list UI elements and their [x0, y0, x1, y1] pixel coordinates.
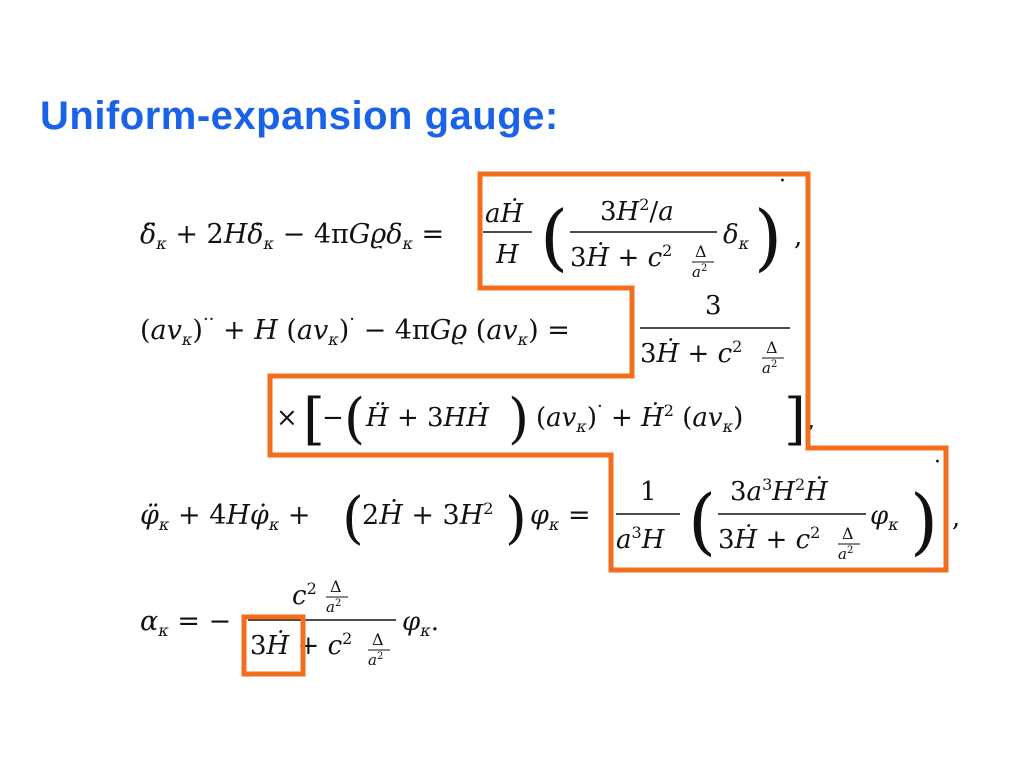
svg-text:Δ: Δ: [372, 630, 384, 649]
equation-lapse: ακ = − c2 Δ a2 3Ḣ + c2 Δ a2 φκ.: [140, 577, 439, 669]
svg-text:(: (: [344, 387, 365, 450]
svg-text:2Ḣ + 3H2: 2Ḣ + 3H2: [362, 498, 493, 531]
svg-text:3Ḣ + c2: 3Ḣ + c2: [718, 523, 820, 555]
svg-text:φκ: φκ: [870, 501, 899, 534]
svg-text:c2: c2: [292, 579, 317, 611]
svg-text:3Ḣ + c2: 3Ḣ + c2: [570, 241, 672, 273]
svg-text:a2: a2: [692, 263, 707, 281]
svg-text:3: 3: [705, 291, 722, 321]
svg-text:Δ: Δ: [695, 242, 707, 261]
svg-text:a2: a2: [838, 545, 853, 563]
highlight-outline-group: [241, 171, 949, 677]
equation-curvature: φ̈κ + 4Hφ̇κ + ( 2Ḣ + 3H2 ) φκ = 1 a3H ( …: [140, 450, 960, 563]
svg-text:×: ×: [276, 403, 298, 433]
svg-text:a2: a2: [326, 598, 341, 616]
svg-text:(: (: [540, 195, 568, 279]
svg-text:,: ,: [952, 503, 960, 533]
svg-text:1: 1: [640, 477, 657, 507]
equation-3-lhs: φ̈κ + 4Hφ̇κ +: [140, 500, 311, 534]
svg-text:Ḧ + 3HḢ: Ḧ + 3HḢ: [365, 402, 490, 433]
svg-text:3Ḣ + c2: 3Ḣ + c2: [250, 629, 352, 661]
highlight-box-eq1-eq2: [267, 171, 949, 573]
equation-velocity-continuation: × [ − ( Ḧ + 3HḢ ) (avκ)· + Ḣ2 (avκ) ] ,: [276, 387, 815, 452]
svg-text:): ): [910, 479, 938, 563]
svg-text:): ): [754, 195, 782, 279]
svg-text:φκ.: φκ.: [402, 607, 439, 640]
slide-title: Uniform-expansion gauge:: [40, 94, 559, 138]
svg-text:[: [: [303, 387, 325, 452]
equation-2-lhs: (avκ)·· + H (avκ)· − 4πGϱ (avκ) =: [140, 309, 570, 349]
svg-text:H: H: [495, 240, 520, 270]
svg-text:φκ =: φκ =: [530, 500, 591, 534]
svg-text:Δ: Δ: [842, 524, 854, 543]
svg-text:,: ,: [794, 222, 802, 252]
svg-text:3H2/a: 3H2/a: [600, 195, 674, 227]
svg-text:Δ: Δ: [330, 577, 342, 596]
highlight-box-3hdot: [241, 614, 306, 677]
equation-1-lhs: δ̈κ + 2Hδ̇κ − 4πGϱδκ =: [140, 219, 444, 253]
svg-text:]: ]: [784, 387, 806, 452]
svg-text:(avκ)· + Ḣ2 (avκ): (avκ)· + Ḣ2 (avκ): [536, 396, 743, 436]
svg-text:3a3H2Ḣ: 3a3H2Ḣ: [730, 475, 829, 507]
svg-text:): ): [508, 387, 529, 450]
equation-density-contrast: δ̈κ + 2Hδ̇κ − 4πGϱδκ = aḢ H ( ) 3H2/a 3Ḣ…: [140, 169, 802, 281]
svg-text:·: ·: [934, 450, 941, 475]
svg-text:·: ·: [779, 169, 786, 194]
svg-text:δκ: δκ: [723, 220, 750, 253]
svg-text:(: (: [342, 486, 364, 551]
svg-text:,: ,: [807, 405, 815, 435]
svg-text:): ): [505, 486, 527, 551]
svg-text:(: (: [688, 479, 716, 563]
svg-text:−: −: [322, 403, 344, 433]
svg-text:aḢ: aḢ: [485, 198, 525, 229]
svg-text:a2: a2: [368, 651, 383, 669]
svg-text:a2: a2: [762, 359, 777, 377]
svg-text:Δ: Δ: [766, 338, 778, 357]
svg-text:a3H: a3H: [616, 523, 666, 555]
equation-velocity-potential: (avκ)·· + H (avκ)· − 4πGϱ (avκ) = 3 3Ḣ +…: [140, 291, 790, 377]
svg-text:3Ḣ + c2: 3Ḣ + c2: [640, 337, 742, 369]
equation-4-lhs: ακ = −: [140, 606, 231, 640]
